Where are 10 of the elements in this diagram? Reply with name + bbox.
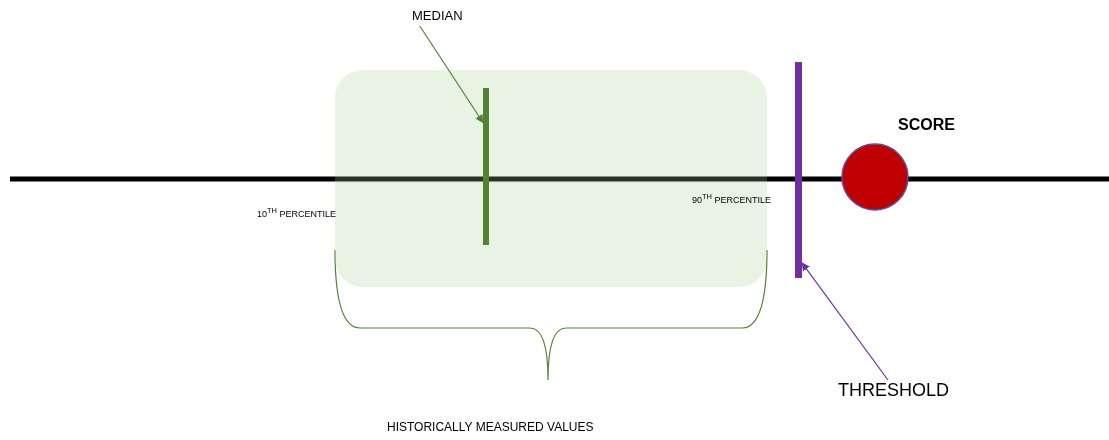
- leader-arrow: [419, 25, 484, 124]
- percentile-label: 90$^{TH}$ PERCENTILE: [692, 192, 772, 205]
- threshold-bar: [795, 62, 802, 278]
- bracket-label: HISTORICALLY MEASURED VALUES: [387, 420, 594, 434]
- callout-label: MEDIAN: [412, 8, 464, 26]
- leader-arrow: [801, 262, 889, 381]
- score-label: SCORE: [898, 116, 955, 134]
- median-bar: [483, 88, 489, 245]
- percentile-label: 10$^{TH}$ PERCENTILE: [257, 206, 337, 219]
- callout-label: THRESHOLD: [838, 380, 973, 404]
